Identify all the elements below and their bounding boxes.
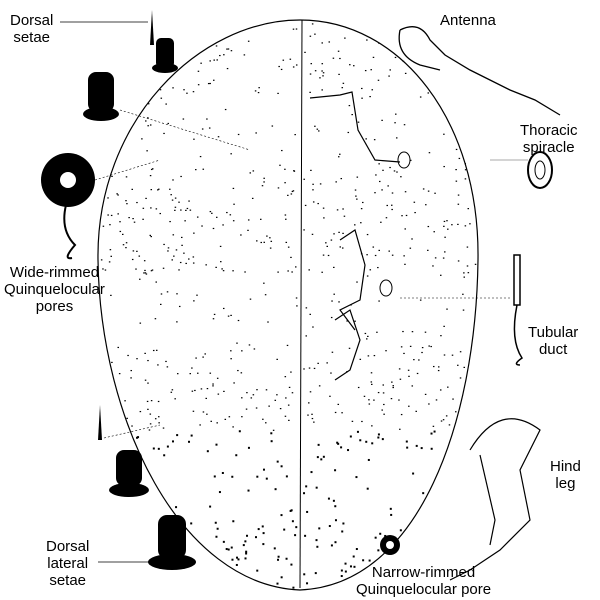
body-pores-pattern — [100, 23, 477, 589]
dorsal-seta-small-icon — [60, 10, 154, 45]
midline — [299, 19, 303, 589]
dorsal-lateral-seta-small-icon — [98, 405, 161, 440]
hind-leg-icon — [449, 418, 541, 581]
wide-rimmed-pore-icon — [41, 153, 161, 260]
dorsal-lateral-seta-medium-icon — [109, 450, 149, 497]
body-outline — [97, 19, 479, 591]
tubular-duct-icon — [400, 254, 524, 366]
antenna-icon — [398, 26, 561, 116]
ventral-leg-2 — [334, 309, 361, 381]
ventral-spiracle-2 — [379, 279, 393, 297]
narrow-rimmed-pore-icon — [380, 535, 400, 555]
ventral-leg-1 — [339, 229, 366, 331]
ventral-antenna — [309, 91, 401, 163]
label-antenna: Antenna — [440, 12, 496, 29]
ventral-spiracle — [397, 151, 411, 169]
dorsal-seta-medium-icon — [152, 38, 178, 73]
dorsal-lateral-seta-large-icon — [98, 515, 196, 570]
thoracic-spiracle-icon — [490, 151, 553, 189]
dorsal-seta-large-icon — [83, 72, 251, 151]
